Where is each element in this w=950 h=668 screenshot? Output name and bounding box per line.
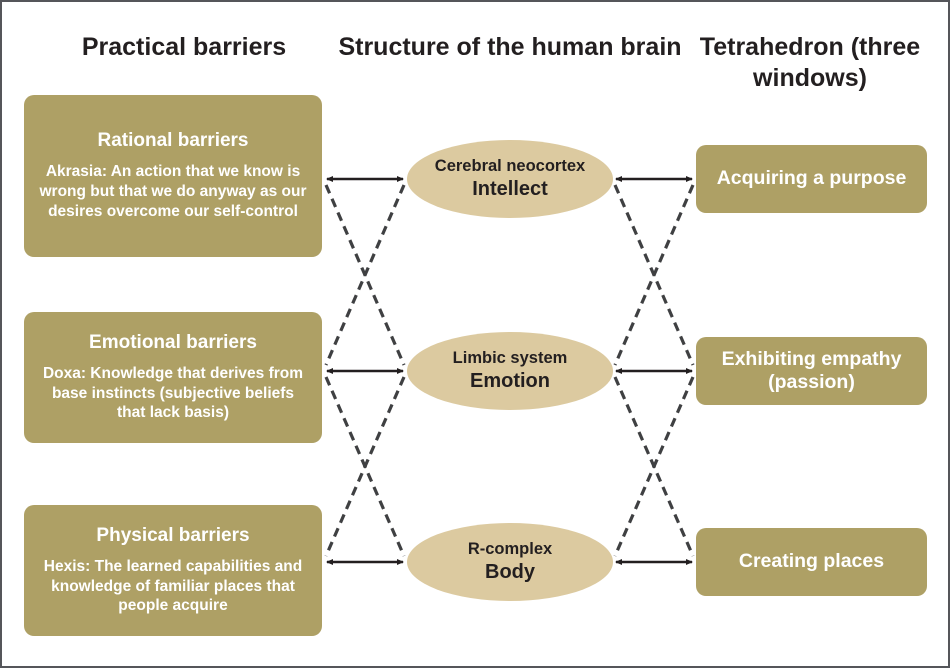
brain-node-cerebral-neocortex: Cerebral neocortex Intellect: [407, 140, 613, 218]
window-box-creating-places: Creating places: [696, 528, 927, 596]
window-label: Acquiring a purpose: [716, 167, 907, 190]
brain-region-label: Cerebral neocortex: [434, 157, 586, 176]
barrier-box-physical: Physical barriers Hexis: The learned cap…: [24, 505, 322, 636]
brain-node-r-complex: R-complex Body: [407, 523, 613, 601]
window-label: Creating places: [738, 550, 885, 573]
barrier-title: Physical barriers: [96, 524, 250, 546]
column-header-practical-barriers: Practical barriers: [81, 33, 287, 61]
brain-function-label: Intellect: [472, 177, 548, 200]
brain-region-label: R-complex: [467, 540, 553, 559]
barrier-title: Emotional barriers: [89, 331, 257, 353]
barrier-box-emotional: Emotional barriers Doxa: Knowledge that …: [24, 312, 322, 443]
window-box-exhibiting-empathy: Exhibiting empathy (passion): [696, 337, 927, 405]
brain-node-limbic-system: Limbic system Emotion: [407, 332, 613, 410]
barrier-description: Doxa: Knowledge that derives from base i…: [42, 364, 304, 422]
column-header-brain-structure: Structure of the human brain: [338, 33, 682, 61]
window-label: Exhibiting empathy (passion): [721, 347, 902, 393]
barrier-description: Hexis: The learned capabilities and know…: [43, 557, 303, 615]
barrier-description: Akrasia: An action that we know is wrong…: [39, 163, 307, 220]
column-header-tetrahedron: Tetrahedron (three windows): [699, 33, 921, 92]
brain-region-label: Limbic system: [452, 349, 568, 368]
brain-function-label: Body: [485, 560, 535, 583]
barrier-box-rational: Rational barriers Akrasia: An action tha…: [24, 95, 322, 257]
window-box-acquiring-purpose: Acquiring a purpose: [696, 145, 927, 213]
brain-function-label: Emotion: [470, 369, 550, 392]
barrier-title: Rational barriers: [97, 130, 249, 152]
